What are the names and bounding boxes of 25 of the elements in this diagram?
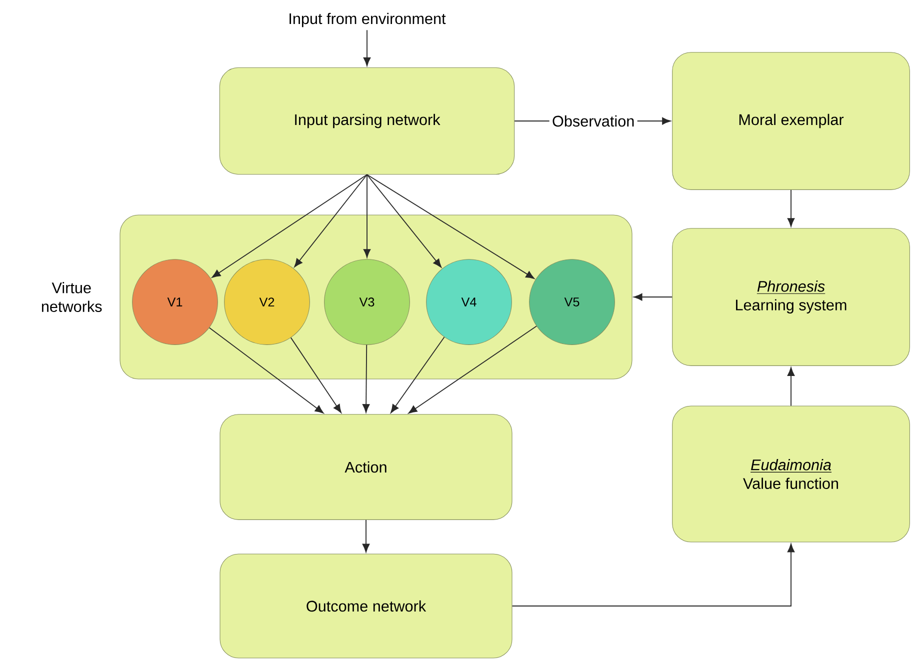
arrow: [208, 327, 324, 414]
arrow: [363, 174, 371, 258]
arrow: [362, 344, 370, 413]
arrow: [363, 30, 371, 66]
process-box: Phronesis Learning system: [672, 228, 910, 366]
arrow: [294, 174, 368, 268]
arrow: [290, 337, 342, 414]
arrow: [366, 174, 534, 279]
process-box: Moral exemplar: [672, 52, 910, 190]
edge-label: Observation: [549, 112, 638, 130]
arrow: [787, 189, 795, 227]
arrow: [512, 544, 795, 606]
arrow: [212, 174, 368, 278]
process-box: Eudaimonia Value function: [672, 406, 910, 542]
arrow: [634, 293, 673, 301]
arrow: [390, 336, 445, 414]
process-box: Outcome network: [220, 554, 512, 658]
input-label: Input from environment: [290, 12, 446, 28]
node-label: Virtue networks: [42, 282, 102, 312]
process-box: Action: [220, 414, 512, 520]
arrow: [362, 519, 370, 552]
arrow: [408, 326, 537, 414]
arrow: [366, 174, 442, 268]
process-box: Input parsing network: [219, 67, 515, 175]
arrow: [787, 367, 795, 406]
